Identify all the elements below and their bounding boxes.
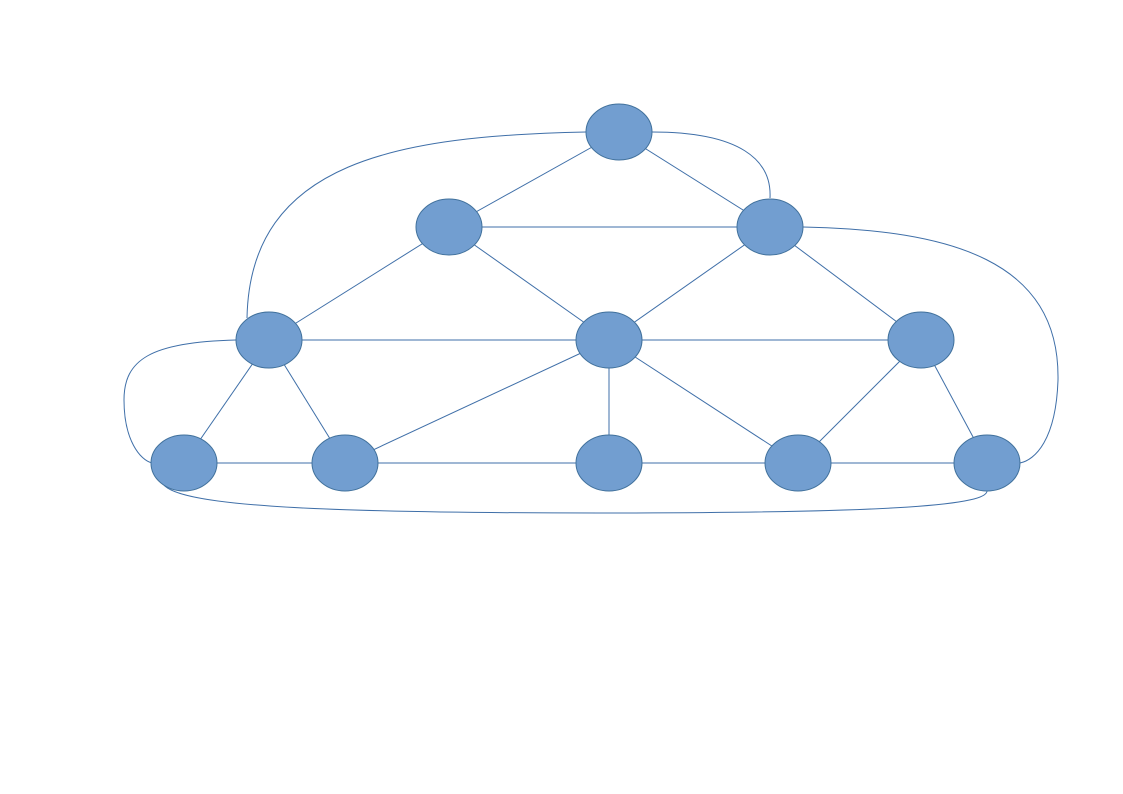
node-H [311,434,379,492]
node-K [953,434,1021,492]
curved-edge-A-D [246,131,587,319]
node-F [887,311,955,369]
node-C [736,198,804,256]
node-J [764,434,832,492]
curved-edge-D-G [123,339,237,464]
node-A [585,103,653,161]
curved-edge-C-K [802,226,1059,464]
edge-E-H [344,339,610,464]
node-B [415,198,483,256]
curved-edge-G-K [161,481,988,514]
node-G [150,434,218,492]
curved-edge-A-C [651,131,771,199]
node-E [575,311,643,369]
edge-A-B [448,131,620,228]
node-D [235,311,303,369]
edge-C-F [769,226,922,341]
edge-C-E [608,226,771,341]
edge-B-E [448,226,610,341]
edge-B-D [268,226,450,341]
node-I [575,434,643,492]
edge-E-J [608,339,799,464]
